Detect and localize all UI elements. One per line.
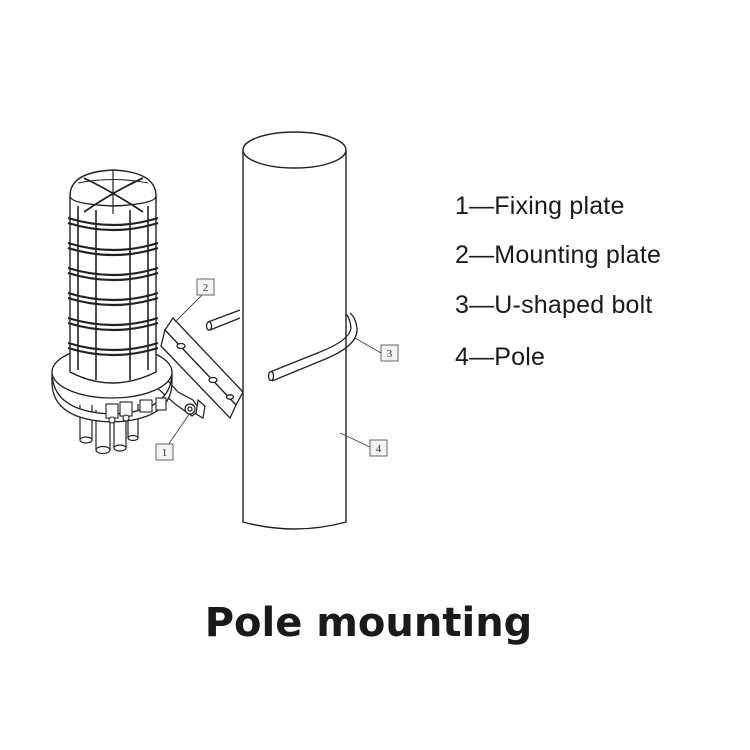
callout-label-1: 1 xyxy=(162,447,168,459)
fiber-closure xyxy=(51,169,173,455)
callout-2: 2 xyxy=(174,278,215,323)
closure-body xyxy=(69,196,157,384)
callout-1: 1 xyxy=(155,412,191,461)
mounting-plate xyxy=(160,316,244,420)
callout-3: 3 xyxy=(354,337,399,362)
base-fittings xyxy=(105,397,167,424)
legend-item-mounting-plate: 2—Mounting plate xyxy=(455,241,662,269)
u-shaped-bolt xyxy=(205,309,358,382)
legend-item-fixing-plate: 1—Fixing plate xyxy=(455,192,625,220)
callout-label-2: 2 xyxy=(203,282,209,294)
pole xyxy=(242,131,347,530)
callout-label-4: 4 xyxy=(376,443,382,455)
clamp-rings xyxy=(67,216,159,357)
legend-item-pole: 4—Pole xyxy=(455,343,546,371)
closure-base xyxy=(51,371,173,423)
diagram-caption: Pole mounting xyxy=(204,600,533,646)
callout-label-3: 3 xyxy=(387,348,393,360)
callout-4: 4 xyxy=(339,432,388,457)
legend-item-u-shaped-bolt: 3—U-shaped bolt xyxy=(455,291,653,319)
